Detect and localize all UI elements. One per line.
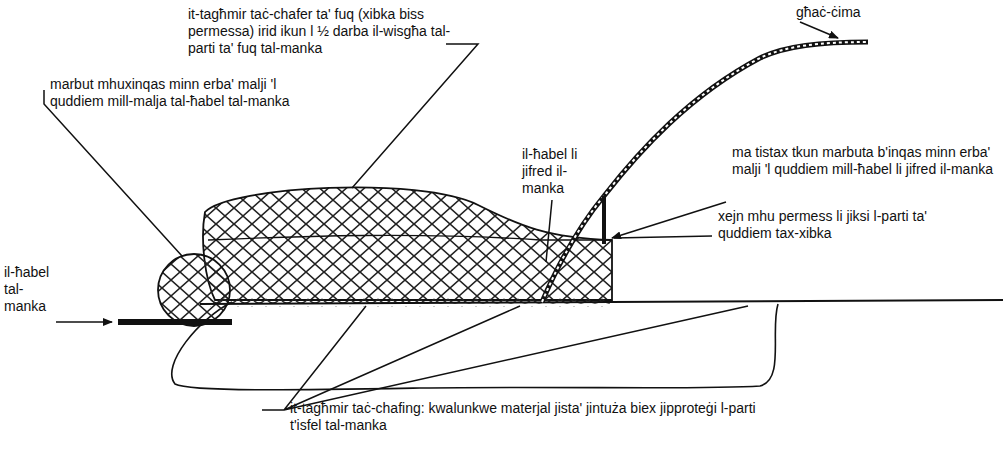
leader-arrow (56, 321, 112, 323)
leader-line (44, 90, 182, 256)
leader-line (614, 236, 712, 238)
callout-label: ma tistax tkun marbuta b'inqas minn erba… (732, 144, 1000, 178)
headline-rope (118, 319, 232, 325)
callout-label: il-ħabel li jifred il-manka (522, 146, 594, 197)
callout-label: it-tagħmir taċ-chafing: kwalunkwe materj… (290, 400, 790, 434)
leader-arrow (612, 202, 726, 238)
leader-line (546, 200, 552, 262)
chafing-outline (172, 302, 778, 390)
ground-rope (200, 300, 1003, 304)
leader-line (352, 44, 478, 188)
callout-label: xejn mhu permess li jiksi l-parti ta' qu… (718, 208, 958, 242)
callout-label: il-ħabel tal-manka (4, 264, 60, 315)
callout-label: it-tagħmir taċ-chafer ta' fuq (xibka bis… (188, 6, 460, 57)
callout-label: għaċ-ċima (796, 4, 886, 21)
callout-label: marbut mhuxinqas minn erba' malji 'l qud… (50, 76, 300, 110)
cod-end (158, 254, 230, 326)
leader-line (262, 306, 748, 410)
leader-arrow (800, 22, 838, 38)
